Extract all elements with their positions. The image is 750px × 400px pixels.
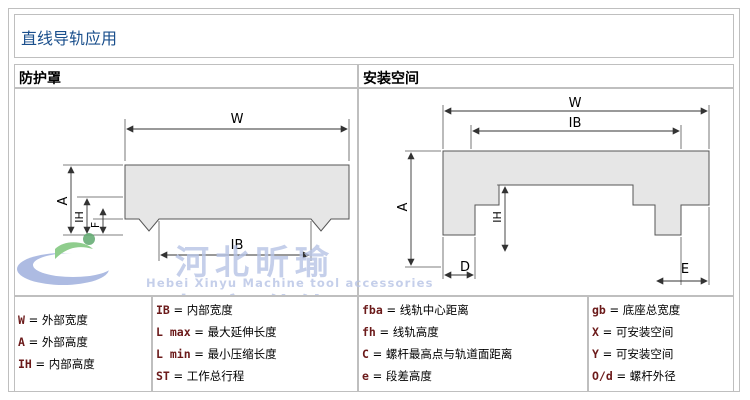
legend-col-3: fba = 线轨中心距离 fh = 线轨高度 C = 螺杆最高点与轨道面距离 e… [358,296,588,392]
legend-col-4: gb = 底座总宽度 X = 可安装空间 Y = 可安装空间 O/d = 螺杆外… [588,296,734,392]
label-a2: A [396,202,411,211]
legend-item: gb = 底座总宽度 [592,303,681,317]
legend-item: O/d = 螺杆外径 [592,369,676,383]
legend-item: C = 螺杆最高点与轨道面距离 [362,347,513,361]
title-row: 直线导轨应用 [14,14,734,58]
header-cover-label: 防护罩 [19,71,61,87]
header-cover: 防护罩 [14,64,358,88]
legend-item: IH = 内部高度 [18,357,95,371]
header-install-space-label: 安装空间 [363,71,419,87]
label-e: E [681,262,689,277]
label-a: A [56,196,71,205]
cover-profile [124,164,350,232]
label-w: W [231,112,244,127]
label-ih2: IH [491,211,504,223]
install-profile [442,150,710,236]
logo-mark [17,233,113,285]
page-title: 直线导轨应用 [21,29,118,48]
legend-item: fh = 线轨高度 [362,325,439,339]
legend-item: fba = 线轨中心距离 [362,303,469,317]
legend-col-2: IB = 内部宽度 L max = 最大延伸长度 L min = 最小压缩长度 … [152,296,358,392]
legend-item: A = 外部高度 [18,335,88,349]
header-install-space: 安装空间 [358,64,734,88]
label-ih: IH [73,211,86,223]
legend-item: X = 可安装空间 [592,325,674,339]
legend-item: L min = 最小压缩长度 [156,347,277,361]
label-d: D [460,260,470,275]
watermark-cn: 河北昕瑜机床附件 [175,243,335,295]
legend-item: L max = 最大延伸长度 [156,325,277,339]
install-space-diagram: W IB A IH D E [358,88,734,296]
legend-item: IB = 内部宽度 [156,303,233,317]
legend-item: W = 外部宽度 [18,313,88,327]
label-w2: W [569,96,582,111]
label-ib2: IB [569,116,582,131]
cover-diagram: W A IH F IB 河北昕瑜机床附件 [14,88,358,296]
install-space-svg: W IB A IH D E [396,96,710,285]
label-ib: IB [231,238,244,253]
legend-item: ST = 工作总行程 [156,369,245,383]
legend-item: Y = 可安装空间 [592,347,674,361]
legend-col-1: W = 外部宽度 A = 外部高度 IH = 内部高度 [14,296,152,392]
legend-item: e = 段差高度 [362,369,432,383]
label-f: F [89,222,102,228]
cover-diagram-svg: W A IH F IB [17,112,350,285]
watermark-en: Hebei Xinyu Machine tool accessories [146,276,434,290]
